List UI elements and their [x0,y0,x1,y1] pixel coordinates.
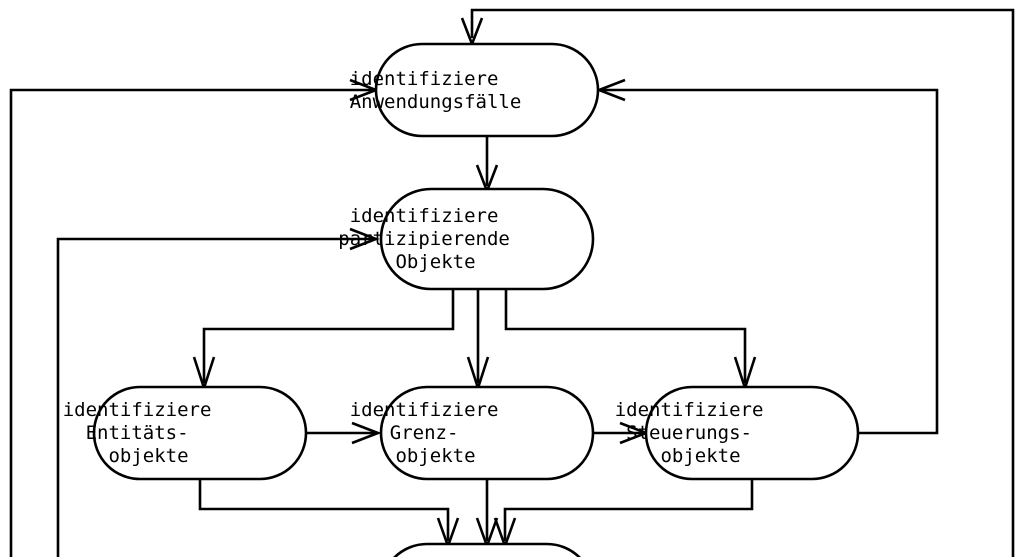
nodes-layer: identifiziere Anwendungsfälle identifizi… [63,42,890,557]
edge-entitaets-to-grenz [307,421,382,445]
edge-grenz-to-bottom [475,480,499,550]
node-grenzobjekte-shape [379,385,595,481]
edge-partizipierende-to-entitaets [192,289,455,393]
node-anwendungsfaelle-label: identifiziere Anwendungsfälle [350,68,625,113]
edge-steuerungs-to-bottom [493,480,754,550]
edge-entitaets-to-bottom [198,480,460,550]
edge-partizipierende-to-steuerungs [504,289,757,393]
node-bottom-clipped-shape [393,542,581,557]
edge-inner-left-rail [56,227,380,557]
node-steuerungsobjekte-shape [644,385,860,481]
node-grenzobjekte-label: identifiziere Grenz- objekte [350,399,625,467]
edges-layer [9,8,1015,557]
node-bottom-clipped[interactable] [381,542,593,557]
edge-anwendungsfaelle-to-partizipierende [475,136,499,195]
node-entitaetsobjekte[interactable]: identifiziere Entitäts- objekte [63,385,338,481]
node-entitaetsobjekte-shape [92,385,308,481]
node-anwendungsfaelle-shape [374,42,600,138]
node-entitaetsobjekte-label: identifiziere Entitäts- objekte [63,399,338,467]
node-grenzobjekte[interactable]: identifiziere Grenz- objekte [350,385,625,481]
node-partizipierende-objekte-label: identifiziere partizipierende Objekte [338,205,635,273]
edge-partizipierende-to-grenz [466,289,490,393]
node-partizipierende-objekte[interactable]: identifiziere partizipierende Objekte [338,187,635,291]
edge-outer-left-rail [9,78,380,557]
node-steuerungsobjekte-label: identifiziere Steuerungs- objekte [615,399,890,467]
node-steuerungsobjekte[interactable]: identifiziere Steuerungs- objekte [615,385,890,481]
edge-steuerungs-to-anwendungsfaelle [595,78,939,435]
node-anwendungsfaelle[interactable]: identifiziere Anwendungsfälle [350,42,625,138]
node-partizipierende-objekte-shape [379,187,595,291]
